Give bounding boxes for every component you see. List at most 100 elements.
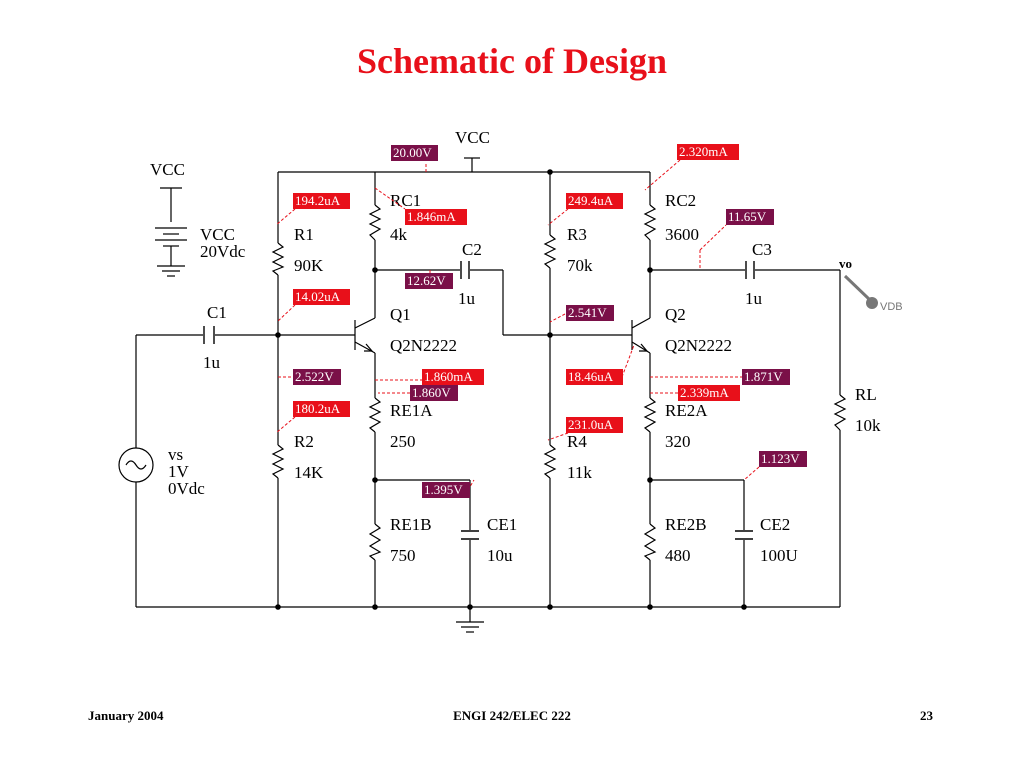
probe-tag-box <box>293 193 350 209</box>
vcc-name-label: VCC <box>200 225 235 244</box>
re1a-value: 250 <box>390 432 416 451</box>
probe-tag-text: 11.65V <box>728 209 767 224</box>
probe-tag-text: 1.871V <box>744 369 783 384</box>
probe-tag-text: 12.62V <box>407 273 446 288</box>
c3-label: C3 <box>752 240 772 259</box>
probe-tags: 20.00V 2.320mA 194.2uA 1.846mA 249.4uA 11.65V… <box>293 144 807 498</box>
probe-tag-box <box>405 209 467 225</box>
c3-value: 1u <box>745 289 763 308</box>
re2a-value: 320 <box>665 432 691 451</box>
probe-tag-q1-base-current: 14.02uA <box>293 289 350 305</box>
re1a-label: RE1A <box>390 401 433 420</box>
probe-tag-box <box>678 385 740 401</box>
probe-tag-q1-collector-voltage: 12.62V <box>405 273 453 289</box>
r1-value: 90K <box>294 256 324 275</box>
probe-tag-q1-emitter-current: 1.860mA <box>422 369 484 385</box>
probe-tag-q1-base-voltage: 2.522V <box>293 369 341 385</box>
probe-tag-box <box>566 193 623 209</box>
re1b-label: RE1B <box>390 515 432 534</box>
vdb-probe: VDB <box>843 274 903 313</box>
r4-label: R4 <box>567 432 587 451</box>
c2-label: C2 <box>462 240 482 259</box>
probe-tag-rc1-current: 1.846mA <box>405 209 467 225</box>
probe-tag-q1-re1b-voltage: 1.395V <box>422 482 470 498</box>
r3-value: 70k <box>567 256 593 275</box>
probe-tag-box <box>293 289 350 305</box>
probe-tag-q2-emitter-voltage: 1.871V <box>742 369 790 385</box>
probe-tag-text: 2.339mA <box>680 385 729 400</box>
vcc-top-label: VCC <box>455 128 490 147</box>
footer-date: January 2004 <box>88 708 164 723</box>
footer-page-number: 23 <box>920 708 933 723</box>
probe-tag-text: 18.46uA <box>568 369 614 384</box>
probe-tag-text: 1.395V <box>424 482 463 497</box>
probe-tag-box <box>742 369 790 385</box>
probe-tag-vcc-node-voltage: 20.00V <box>391 145 438 161</box>
vs-name-label: vs <box>168 445 183 464</box>
probe-tag-q2-base-current: 18.46uA <box>566 369 623 385</box>
capacitor-plates <box>203 261 755 540</box>
probe-tag-box <box>726 209 774 225</box>
c2-value: 1u <box>458 289 476 308</box>
probe-tag-box <box>677 144 739 160</box>
probe-tag-q2-re2b-voltage: 1.123V <box>759 451 807 467</box>
probe-tag-box <box>422 482 470 498</box>
r2-value: 14K <box>294 463 324 482</box>
probe-tag-text: 1.860V <box>412 385 451 400</box>
probe-tag-rc2-current: 2.320mA <box>677 144 739 160</box>
vs-source-symbol <box>118 447 154 483</box>
rc2-label: RC2 <box>665 191 696 210</box>
q2-transistor-symbol <box>631 317 651 354</box>
probe-tag-box <box>566 305 614 321</box>
c1-label: C1 <box>207 303 227 322</box>
ce1-label: CE1 <box>487 515 517 534</box>
probe-tag-box <box>293 369 341 385</box>
probe-tag-q2-base-voltage: 2.541V <box>566 305 614 321</box>
probe-tag-box <box>566 417 623 433</box>
probe-tag-r4-current: 231.0uA <box>566 417 623 433</box>
probe-tag-box <box>422 369 484 385</box>
probe-tag-text: 20.00V <box>393 145 432 160</box>
probe-tag-q1-emitter-voltage: 1.860V <box>410 385 458 401</box>
q1-model: Q2N2222 <box>390 336 457 355</box>
q2-model: Q2N2222 <box>665 336 732 355</box>
probe-tag-text: 231.0uA <box>568 417 614 432</box>
vcc-value-label: 20Vdc <box>200 242 246 261</box>
probe-tag-box <box>566 369 623 385</box>
probe-tag-box <box>405 273 453 289</box>
r3-label: R3 <box>567 225 587 244</box>
probe-tag-q2-emitter-current: 2.339mA <box>678 385 740 401</box>
resistor-zigzags <box>271 204 847 561</box>
vs-dc-label: 0Vdc <box>168 479 205 498</box>
vo-label: vo <box>839 256 852 271</box>
probe-tag-text: 2.541V <box>568 305 607 320</box>
probe-tag-text: 194.2uA <box>295 193 341 208</box>
q1-label: Q1 <box>390 305 411 324</box>
vdb-label: VDB <box>880 301 903 313</box>
slide-title: Schematic of Design <box>357 41 667 81</box>
rl-value: 10k <box>855 416 881 435</box>
junction-dots <box>275 169 747 610</box>
probe-tag-text: 14.02uA <box>295 289 341 304</box>
probe-tag-r3-current: 249.4uA <box>566 193 623 209</box>
probe-tag-box <box>391 145 438 161</box>
probe-tag-r2-current: 180.2uA <box>293 401 350 417</box>
q2-label: Q2 <box>665 305 686 324</box>
r1-label: R1 <box>294 225 314 244</box>
probe-tag-box <box>293 401 350 417</box>
vcc-source-symbol <box>155 187 187 277</box>
ce2-label: CE2 <box>760 515 790 534</box>
rc1-value: 4k <box>390 225 408 244</box>
vcc-source-label: VCC <box>150 160 185 179</box>
probe-tag-r1-current: 194.2uA <box>293 193 350 209</box>
c1-value: 1u <box>203 353 221 372</box>
probe-tag-text: 2.320mA <box>679 144 728 159</box>
probe-tag-box <box>759 451 807 467</box>
ce1-value: 10u <box>487 546 513 565</box>
probe-tag-text: 1.860mA <box>424 369 473 384</box>
rc1-label: RC1 <box>390 191 421 210</box>
re1b-value: 750 <box>390 546 416 565</box>
q1-transistor-symbol <box>354 317 376 354</box>
probe-tag-text: 180.2uA <box>295 401 341 416</box>
re2a-label: RE2A <box>665 401 708 420</box>
